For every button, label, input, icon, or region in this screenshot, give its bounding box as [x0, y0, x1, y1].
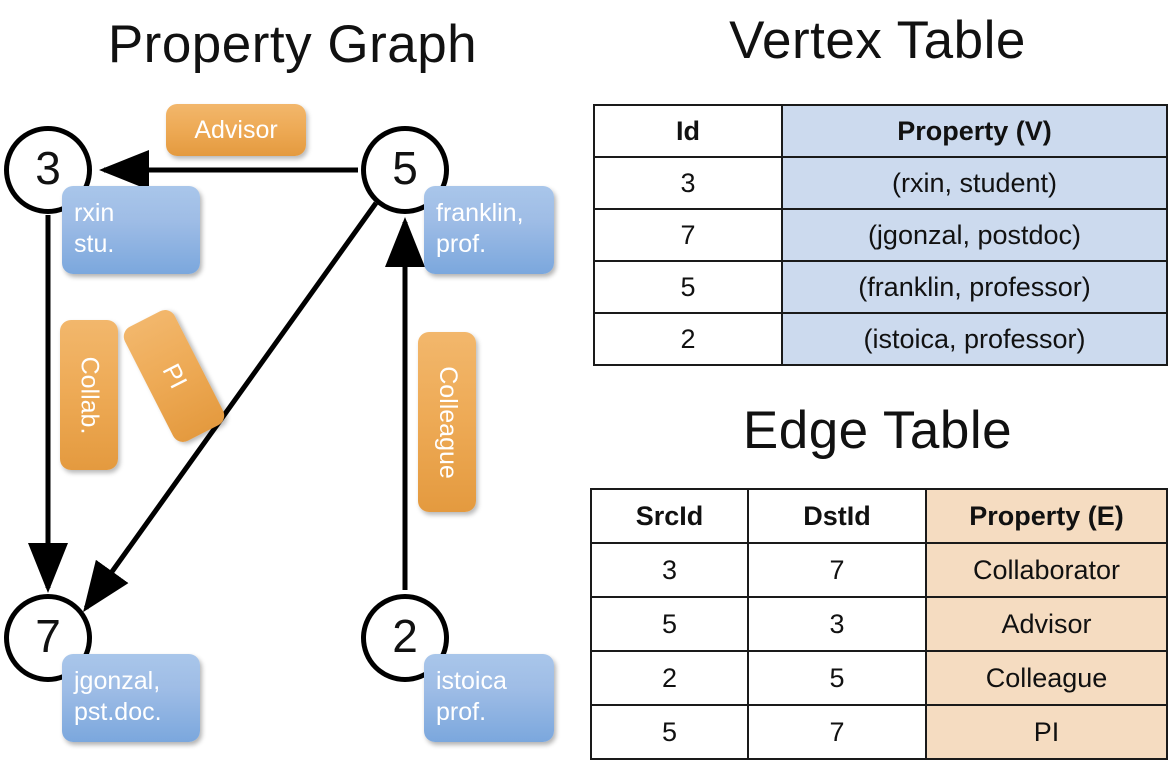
vertex-cell-id: 3 — [593, 156, 783, 210]
table-row: 2 5 Colleague — [590, 650, 1168, 706]
edge-label-colleague-text: Colleague — [433, 365, 462, 479]
edge-table: SrcId DstId Property (E) 3 7 Collaborato… — [590, 488, 1168, 760]
node-property-box-jgonzal: jgonzal, pst.doc. — [62, 654, 200, 742]
edge-label-collab: Collab. — [60, 320, 118, 470]
table-row: 7 (jgonzal, postdoc) — [593, 208, 1168, 262]
vertex-cell-id: 2 — [593, 312, 783, 366]
vertex-cell-property: (franklin, professor) — [781, 260, 1168, 314]
vertex-cell-id: 5 — [593, 260, 783, 314]
table-row: 3 7 Collaborator — [590, 542, 1168, 598]
vertex-cell-property: (jgonzal, postdoc) — [781, 208, 1168, 262]
graph-node-5-label: 5 — [392, 142, 418, 194]
vertex-table: Id Property (V) 3 (rxin, student) 7 (jgo… — [593, 104, 1168, 366]
edge-label-colleague: Colleague — [418, 332, 476, 512]
graph-edges-diagram — [28, 150, 425, 613]
table-row: 2 (istoica, professor) — [593, 312, 1168, 366]
edge-label-advisor: Advisor — [166, 104, 306, 156]
graph-node-2-label: 2 — [392, 610, 418, 662]
edge-cell-dstid: 7 — [747, 542, 927, 598]
page-title-edge-table: Edge Table — [742, 401, 1013, 460]
edge-label-collab-text: Collab. — [75, 356, 104, 434]
page-title-vertex-table: Vertex Table — [729, 11, 1026, 70]
vertex-table-header-row: Id Property (V) — [593, 104, 1168, 158]
graph-node-2[interactable]: 2 — [361, 594, 449, 682]
edge-arrow-5-to-7 — [83, 201, 379, 613]
edge-table-header-dstid: DstId — [747, 488, 927, 544]
edge-cell-property: Collaborator — [925, 542, 1168, 598]
edge-cell-srcid: 5 — [590, 596, 749, 652]
node-property-box-rxin: rxin stu. — [62, 186, 200, 274]
table-row: 3 (rxin, student) — [593, 156, 1168, 210]
vertex-cell-property: (istoica, professor) — [781, 312, 1168, 366]
node-property-box-istoica: istoica prof. — [424, 654, 554, 742]
edge-cell-dstid: 7 — [747, 704, 927, 760]
edge-label-advisor-text: Advisor — [194, 115, 278, 144]
table-row: 5 (franklin, professor) — [593, 260, 1168, 314]
edge-cell-dstid: 5 — [747, 650, 927, 706]
edge-table-header-srcid: SrcId — [590, 488, 749, 544]
vertex-cell-property: (rxin, student) — [781, 156, 1168, 210]
graph-node-3-label: 3 — [35, 142, 61, 194]
edge-cell-srcid: 5 — [590, 704, 749, 760]
edge-label-pi-text: PI — [156, 358, 193, 393]
vertex-table-header-id: Id — [593, 104, 783, 158]
table-row: 5 7 PI — [590, 704, 1168, 760]
edge-cell-srcid: 3 — [590, 542, 749, 598]
page-title-property-graph: Property Graph — [107, 15, 478, 74]
graph-node-5[interactable]: 5 — [361, 126, 449, 214]
edge-table-header-row: SrcId DstId Property (E) — [590, 488, 1168, 544]
vertex-table-header-property: Property (V) — [781, 104, 1168, 158]
edge-cell-property: PI — [925, 704, 1168, 760]
graph-node-7-label: 7 — [35, 610, 61, 662]
edge-cell-property: Advisor — [925, 596, 1168, 652]
node-property-box-franklin: franklin, prof. — [424, 186, 554, 274]
edge-cell-property: Colleague — [925, 650, 1168, 706]
table-row: 5 3 Advisor — [590, 596, 1168, 652]
edge-table-header-property: Property (E) — [925, 488, 1168, 544]
edge-cell-dstid: 3 — [747, 596, 927, 652]
vertex-cell-id: 7 — [593, 208, 783, 262]
edge-cell-srcid: 2 — [590, 650, 749, 706]
